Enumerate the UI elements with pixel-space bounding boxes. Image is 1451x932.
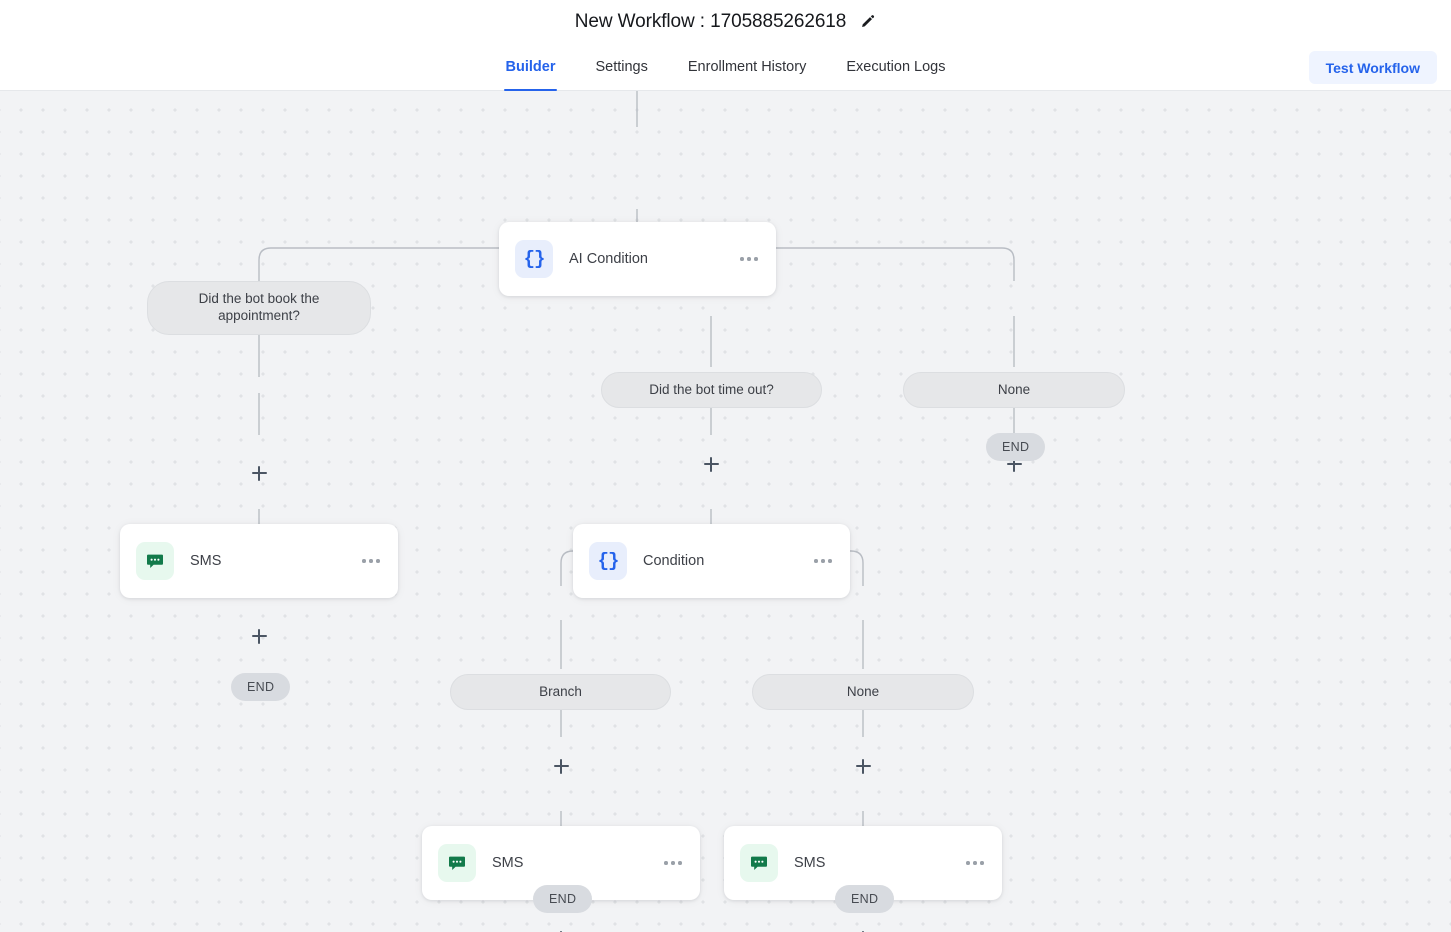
curly-braces-icon: {}	[589, 542, 627, 580]
sms-bubble-icon	[740, 844, 778, 882]
tab-list: Builder Settings Enrollment History Exec…	[503, 44, 948, 91]
add-step-button-sms-branch[interactable]	[552, 929, 570, 932]
node-label: SMS	[492, 855, 524, 871]
add-step-button-sms-left[interactable]	[250, 627, 268, 645]
workflow-canvas[interactable]: {} AI Condition Did the bot book the app…	[0, 91, 1451, 932]
add-step-button-branch[interactable]	[552, 757, 570, 775]
overflow-menu-icon[interactable]	[964, 855, 986, 871]
tab-builder[interactable]: Builder	[503, 44, 558, 91]
add-step-button-timeout[interactable]	[702, 455, 720, 473]
node-ai-condition[interactable]: {} AI Condition	[499, 222, 776, 296]
tab-settings[interactable]: Settings	[595, 59, 648, 75]
overflow-menu-icon[interactable]	[738, 251, 760, 267]
tab-execution-logs[interactable]: Execution Logs	[846, 59, 946, 75]
branch-pill-booked[interactable]: Did the bot book the appointment?	[147, 281, 371, 335]
overflow-menu-icon[interactable]	[812, 553, 834, 569]
add-step-button-none-2[interactable]	[854, 757, 872, 775]
tab-enrollment-history[interactable]: Enrollment History	[687, 59, 807, 75]
sms-bubble-icon	[438, 844, 476, 882]
branch-pill-timeout[interactable]: Did the bot time out?	[601, 372, 822, 408]
node-label: SMS	[794, 855, 826, 871]
node-sms-none[interactable]: SMS	[724, 826, 1002, 900]
page-title: New Workflow : 1705885262618	[574, 11, 847, 32]
end-node-none[interactable]: END	[835, 885, 895, 913]
branch-label: None	[997, 381, 1031, 397]
node-condition[interactable]: {} Condition	[573, 524, 850, 598]
branch-label: None	[846, 683, 880, 699]
tab-bar: Builder Settings Enrollment History Exec…	[0, 44, 1451, 91]
branch-pill-branch[interactable]: Branch	[450, 674, 671, 710]
branch-label: Did the bot time out?	[649, 381, 774, 397]
sms-bubble-icon	[136, 542, 174, 580]
add-step-button-none-1[interactable]	[1005, 455, 1023, 473]
workflow-header: New Workflow : 1705885262618	[0, 0, 1451, 44]
node-label: Condition	[643, 553, 705, 569]
curly-braces-icon: {}	[515, 240, 553, 278]
node-label: AI Condition	[569, 251, 648, 267]
branch-label: Branch	[539, 683, 582, 699]
add-step-button-booked[interactable]	[250, 464, 268, 482]
add-step-button-sms-none[interactable]	[854, 929, 872, 932]
workflow-title-group: New Workflow : 1705885262618	[575, 11, 876, 33]
branch-label: Did the bot book the appointment?	[198, 291, 320, 323]
overflow-menu-icon[interactable]	[662, 855, 684, 871]
end-node-left[interactable]: END	[231, 673, 291, 701]
branch-pill-none-1[interactable]: None	[903, 372, 1125, 408]
overflow-menu-icon[interactable]	[360, 553, 382, 569]
end-node-branch[interactable]: END	[533, 885, 593, 913]
end-node-right[interactable]: END	[986, 433, 1046, 461]
branch-pill-none-2[interactable]: None	[752, 674, 974, 710]
connector-edges	[258, 91, 1015, 895]
node-label: SMS	[190, 553, 222, 569]
test-workflow-button[interactable]: Test Workflow	[1308, 51, 1437, 84]
node-sms-left[interactable]: SMS	[120, 524, 398, 598]
pencil-icon[interactable]	[860, 14, 876, 30]
